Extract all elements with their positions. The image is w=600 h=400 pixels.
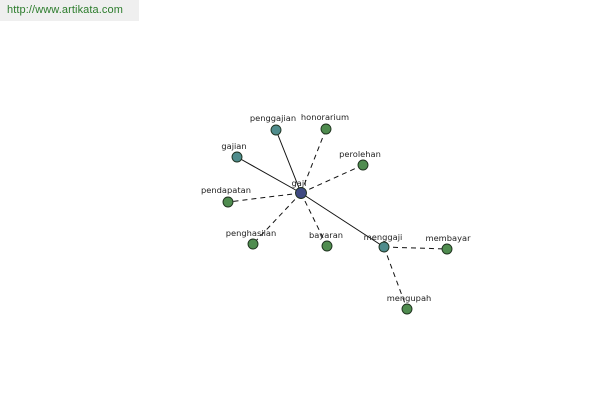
node-label-bayaran[interactable]: bayaran (309, 230, 343, 240)
node-menggaji[interactable] (378, 241, 390, 253)
node-membayar[interactable] (441, 243, 453, 255)
node-label-gajian[interactable]: gajian (221, 141, 246, 151)
node-label-honorarium[interactable]: honorarium (301, 112, 349, 122)
node-honorarium[interactable] (320, 123, 332, 135)
edge-gaji-pendapatan (227, 192, 302, 203)
node-label-penghasilan[interactable]: penghasilan (226, 228, 277, 238)
site-url-link[interactable]: http://www.artikata.com (7, 4, 124, 16)
edge-gaji-menggaji (300, 192, 385, 248)
node-label-gaji[interactable]: gaji (292, 178, 307, 188)
labels-layer: gaji penggajian gajian menggaji honorarium pe… (201, 112, 471, 303)
node-pendapatan[interactable] (222, 196, 234, 208)
edge-menggaji-membayar (383, 246, 448, 250)
node-gajian[interactable] (231, 151, 243, 163)
node-label-pendapatan[interactable]: pendapatan (201, 185, 251, 195)
edge-gaji-gajian (236, 156, 302, 194)
edge-menggaji-mengupah (383, 246, 408, 310)
node-penggajian[interactable] (270, 124, 282, 136)
node-bayaran[interactable] (321, 240, 333, 252)
node-perolehan[interactable] (357, 159, 369, 171)
node-label-membayar[interactable]: membayar (425, 233, 471, 243)
edge-gaji-penghasilan (252, 192, 302, 245)
node-label-mengupah[interactable]: mengupah (387, 293, 432, 303)
node-label-penggajian[interactable]: penggajian (250, 113, 296, 123)
node-label-menggaji[interactable]: menggaji (364, 232, 403, 242)
node-mengupah[interactable] (401, 303, 413, 315)
edge-gaji-bayaran (300, 192, 328, 247)
url-banner: http://www.artikata.com (0, 0, 139, 21)
edge-gaji-perolehan (300, 164, 364, 194)
node-gaji[interactable] (295, 187, 307, 199)
nodes-layer (222, 123, 453, 315)
edge-gaji-honorarium (300, 128, 327, 194)
node-label-perolehan[interactable]: perolehan (339, 149, 381, 159)
node-penghasilan[interactable] (247, 238, 259, 250)
edge-gaji-penggajian (275, 129, 302, 194)
edges-layer (227, 128, 448, 310)
